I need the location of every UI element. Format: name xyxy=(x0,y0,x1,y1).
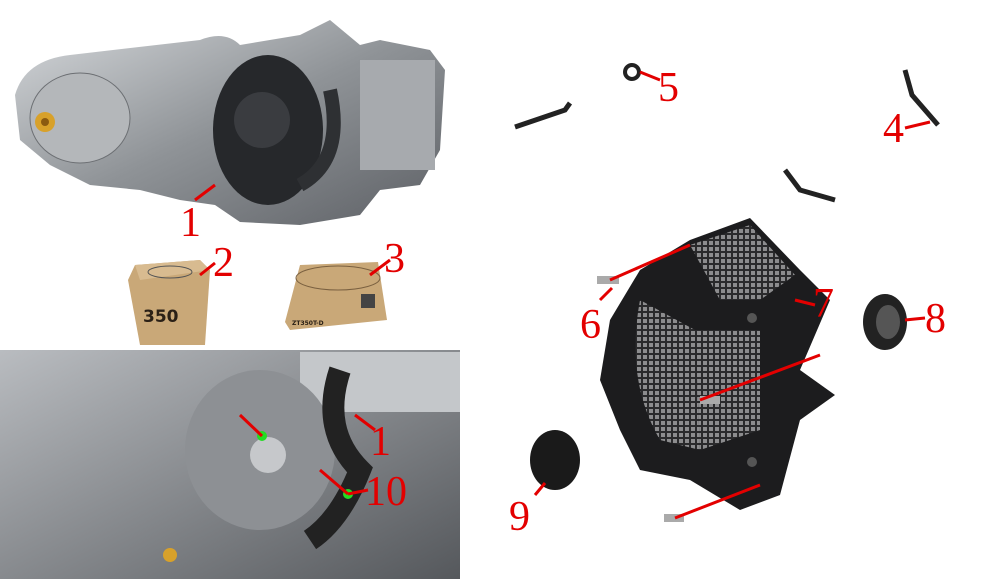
label-5: 5 xyxy=(658,65,679,111)
small-box-image: 350 xyxy=(128,260,210,345)
flat-box-text: ZT350T-D xyxy=(292,320,324,327)
bracket-mid xyxy=(783,168,836,203)
label-9: 9 xyxy=(509,494,530,540)
label-6: 6 xyxy=(580,302,601,348)
label-8: 8 xyxy=(925,296,946,342)
label-3: 3 xyxy=(384,236,405,282)
label-1: 1 xyxy=(180,200,201,246)
grommet-image xyxy=(863,294,907,350)
fan-cover-image xyxy=(600,218,835,510)
box-model-text: 350 xyxy=(143,307,179,327)
label-4: 4 xyxy=(883,106,904,152)
plug-cap-image xyxy=(530,430,580,490)
bracket-4 xyxy=(902,69,940,127)
engine-detail-inset xyxy=(0,350,460,579)
screw-image xyxy=(597,276,720,522)
engine-image xyxy=(15,20,445,225)
flat-box-image: ZT350T-D xyxy=(285,262,387,330)
leader-lines xyxy=(194,70,931,520)
label-2: 2 xyxy=(213,240,234,286)
label-1-detail: 1 xyxy=(370,419,391,465)
clip-image xyxy=(623,63,641,81)
label-10: 10 xyxy=(365,469,407,515)
label-7: 7 xyxy=(813,281,834,327)
bracket-left xyxy=(514,101,573,130)
